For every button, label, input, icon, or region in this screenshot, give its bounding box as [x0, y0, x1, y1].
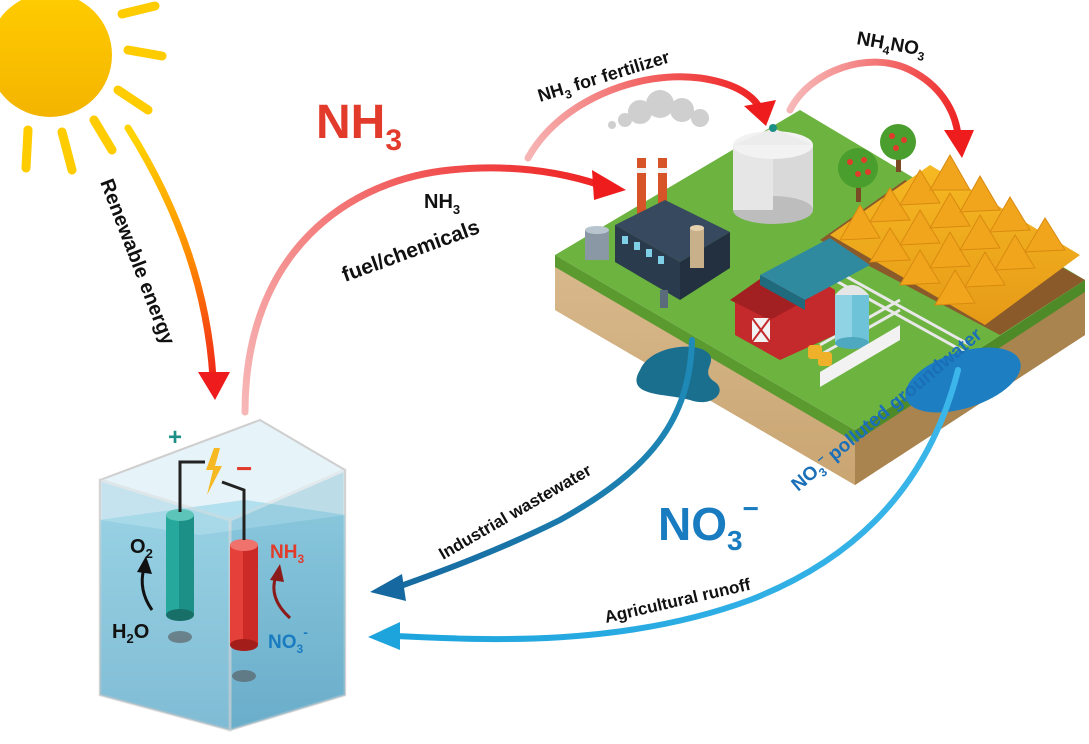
cell-nh3-label: NH3	[270, 542, 304, 566]
nh3-fuel-arrow	[241, 164, 626, 416]
tree-icon	[838, 124, 916, 202]
cathode-electrode	[230, 539, 258, 651]
fuel-chemicals-label: fuel/chemicals	[339, 216, 483, 287]
nh4no3-arrow	[786, 58, 974, 158]
smoke-cloud	[608, 90, 709, 129]
o2-label: O2	[130, 536, 153, 561]
wheat-field	[830, 153, 1080, 325]
cell-no3-label: NO3-	[268, 624, 308, 656]
minus-terminal: −	[236, 453, 252, 484]
anode-electrode	[166, 509, 194, 621]
agricultural-runoff-arrow	[368, 367, 961, 650]
plus-terminal: +	[168, 424, 182, 451]
sun-icon	[0, 0, 167, 175]
factory-icon	[585, 158, 730, 308]
electrolysis-cell	[98, 418, 347, 733]
industrial-wastewater-arrow	[370, 337, 695, 601]
circuit-wires	[178, 460, 246, 540]
reduction-arrow	[270, 564, 292, 620]
groundwater-pool	[905, 347, 1021, 413]
barn-icon	[730, 238, 870, 360]
h2o-label: H2O	[112, 621, 149, 646]
hay-bales	[808, 345, 832, 366]
power-spark-icon	[206, 448, 222, 495]
nh4no3-label: NH4NO3	[855, 28, 928, 64]
renewable-energy-arrow	[124, 124, 230, 400]
industrial-pond	[636, 346, 720, 403]
nh3-fertilizer-arrow	[524, 73, 776, 162]
farm-island	[555, 90, 1085, 485]
storage-tank	[733, 124, 813, 224]
silo-icon	[835, 285, 869, 349]
big-no3-label: NO3−	[658, 493, 759, 556]
picket-fence	[820, 325, 900, 387]
oxidation-arrow	[137, 556, 154, 611]
big-nh3-label: NH3	[316, 96, 402, 157]
nh3-fuel-label: NH3	[424, 191, 460, 217]
